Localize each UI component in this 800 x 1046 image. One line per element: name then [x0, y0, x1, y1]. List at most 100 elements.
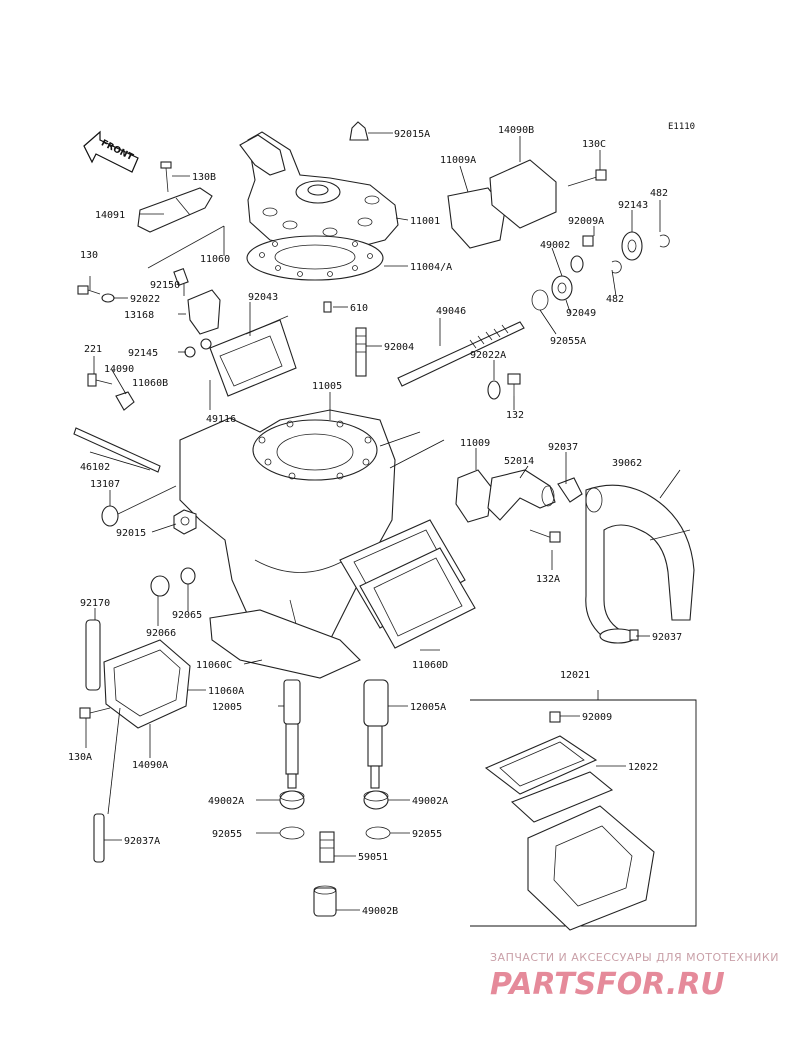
- callout-label: 12005: [212, 702, 242, 713]
- callout-labels: 92015A 14090B 11009A 130C 130B 14091 110…: [68, 125, 682, 917]
- o-ring-92055-left: [279, 826, 305, 840]
- callout-label: 130C: [582, 139, 606, 150]
- callout-label: 482: [606, 294, 624, 305]
- callout-label: 92049: [566, 308, 596, 319]
- clamp-92037-bottom: [599, 628, 639, 644]
- callout-label: 52014: [504, 456, 534, 467]
- callout-label: 92037A: [124, 836, 160, 847]
- callout-label: 92009A: [568, 216, 604, 227]
- callout-label: 130B: [192, 172, 216, 183]
- rack-rod-49046: [397, 321, 525, 387]
- screw-92009a: [582, 235, 594, 247]
- callout-label: 14090B: [498, 125, 534, 136]
- gasket-11009a: [447, 187, 506, 249]
- watermark-logo-text: PARTSFOR.RU: [490, 967, 725, 1002]
- watermark-tagline: ЗАПЧАСТИ И АКСЕССУАРЫ ДЛЯ МОТОТЕХНИКИ: [490, 951, 779, 964]
- clamp-92037-top: [557, 477, 583, 503]
- valve-12005: [283, 679, 301, 789]
- cap-92015a: [349, 121, 369, 141]
- washer-92022a: [487, 380, 501, 400]
- cylinder-head: [239, 131, 399, 249]
- callout-label: 13168: [124, 310, 154, 321]
- reed-gasket-11060d: [339, 519, 476, 649]
- bush-49002a-right: [363, 790, 389, 810]
- valve-cover-14090a: [79, 639, 191, 729]
- washer-92065: [180, 567, 196, 585]
- callout-label: 92004: [384, 342, 414, 353]
- callout-label: 92055: [412, 829, 442, 840]
- callout-label: 132A: [536, 574, 560, 585]
- pin-610: [323, 301, 332, 313]
- callout-label: 59051: [358, 852, 388, 863]
- hose-39062: [585, 484, 695, 637]
- figure-code: E1110: [668, 122, 695, 132]
- callout-label: 130A: [68, 752, 92, 763]
- bush-49002: [551, 275, 573, 301]
- callout-label: 49002A: [208, 796, 244, 807]
- watermark: ЗАПЧАСТИ И АКСЕССУАРЫ ДЛЯ МОТОТЕХНИКИ PA…: [490, 951, 779, 1002]
- valve-lever-13168: [173, 268, 221, 358]
- gear-13107: [101, 485, 177, 527]
- shaft-46102: [73, 427, 161, 473]
- callout-label: 49046: [436, 306, 466, 317]
- valve-plate-49116: [209, 315, 297, 397]
- callout-label: 49116: [206, 414, 236, 425]
- callout-label: 11004/A: [410, 262, 452, 273]
- callout-label: 11009: [460, 438, 490, 449]
- callout-label: 92009: [582, 712, 612, 723]
- callout-label: 92143: [618, 200, 648, 211]
- bolt-221: [87, 373, 135, 411]
- tube-92037a: [93, 813, 105, 863]
- callout-label: 49002: [540, 240, 570, 251]
- callout-label: 14091: [95, 210, 125, 221]
- reed-valve-box: [470, 690, 697, 931]
- stud-92004: [355, 327, 367, 377]
- callout-label: 92150: [150, 280, 180, 291]
- callout-label: 92015A: [394, 129, 430, 140]
- plug-92066: [150, 575, 170, 597]
- valve-12005a: [363, 679, 389, 789]
- callout-label: 11060C: [196, 660, 232, 671]
- cover-14091: [137, 161, 213, 233]
- callout-label: 92055: [212, 829, 242, 840]
- callout-label: 92145: [128, 348, 158, 359]
- callout-label: 92055A: [550, 336, 586, 347]
- callout-label: 11060: [200, 254, 230, 265]
- callout-label: 11060B: [132, 378, 168, 389]
- callout-label: 13107: [90, 479, 120, 490]
- bush-49002a-left: [279, 790, 305, 810]
- callout-label: 46102: [80, 462, 110, 473]
- base-gasket-11060c: [209, 609, 361, 679]
- o-ring-92055-right: [365, 826, 391, 840]
- callout-label: 92043: [248, 292, 278, 303]
- callout-label: 11005: [312, 381, 342, 392]
- callout-label: 482: [650, 188, 668, 199]
- cover-14090b: [489, 159, 557, 229]
- callout-label: 11009A: [440, 155, 476, 166]
- gear-59051: [319, 831, 335, 863]
- cylinder-block: [179, 409, 396, 651]
- callout-label: 92022A: [470, 350, 506, 361]
- clip-482b: [611, 260, 622, 274]
- callout-label: 11060A: [208, 686, 244, 697]
- clip-482: [659, 234, 670, 248]
- rod-11060: [147, 225, 225, 269]
- nut-92015: [173, 509, 197, 535]
- leader-lines: [85, 132, 681, 911]
- callout-label: 92037: [652, 632, 682, 643]
- collar-92143: [621, 231, 643, 261]
- bolt-132a: [529, 529, 561, 543]
- pipe-52014: [487, 469, 556, 521]
- callout-label: 92037: [548, 442, 578, 453]
- callout-label: 12005A: [410, 702, 446, 713]
- callout-label: 92066: [146, 628, 176, 639]
- callout-label: 49002A: [412, 796, 448, 807]
- callout-label: 92170: [80, 598, 110, 609]
- bolt-132: [507, 373, 521, 396]
- callout-label: 14090A: [132, 760, 168, 771]
- front-arrow-icon: FRONT: [83, 130, 139, 173]
- o-ring-92055a: [531, 289, 549, 311]
- callout-label: 92015: [116, 528, 146, 539]
- bush-49002b: [313, 885, 337, 917]
